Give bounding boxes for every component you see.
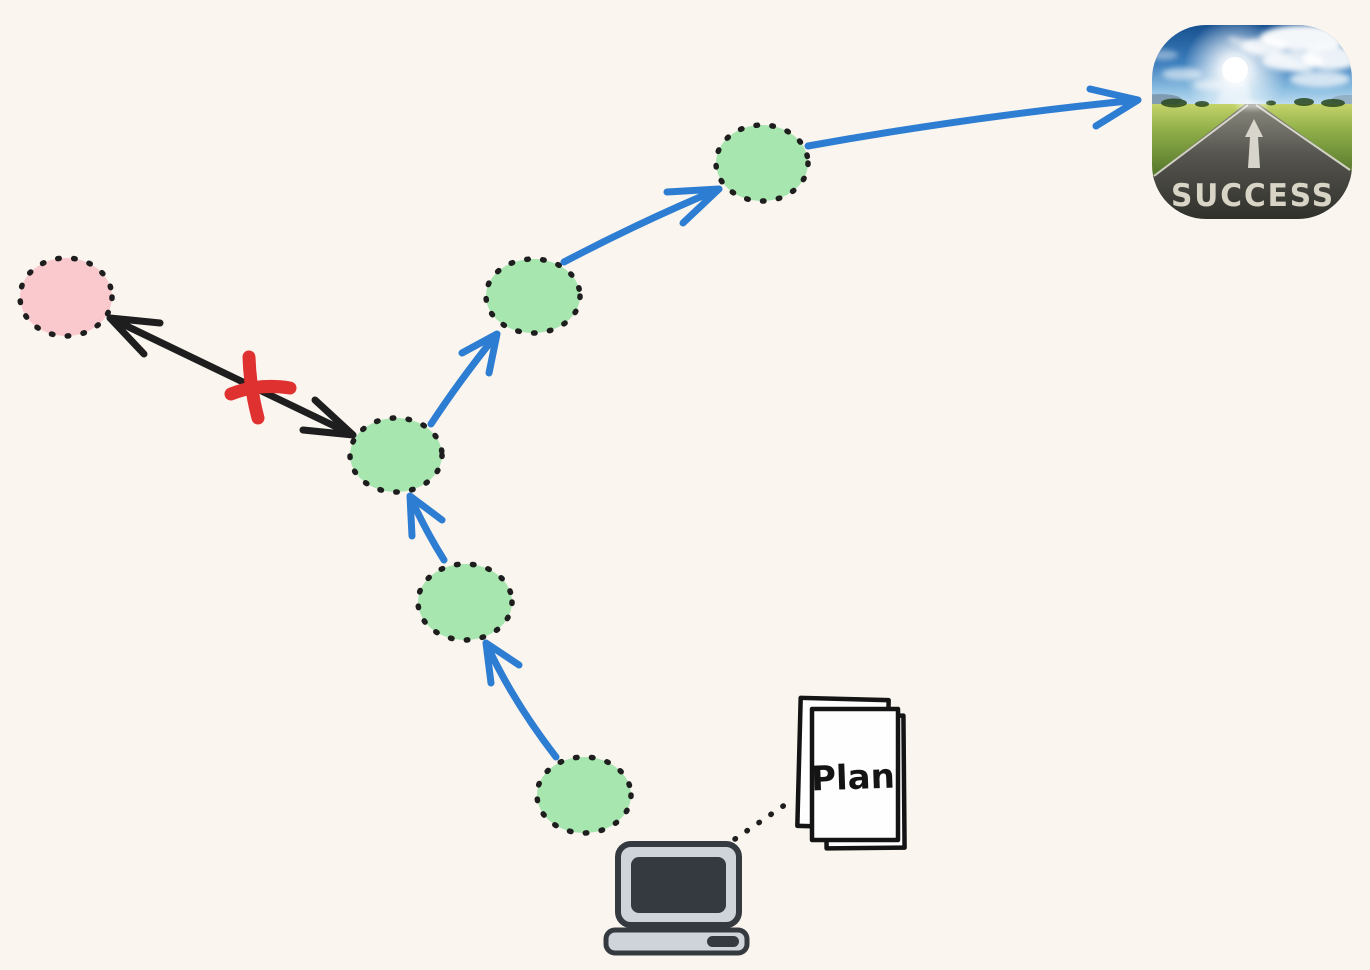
plan-label: Plan: [810, 757, 895, 800]
step-node-4: [483, 256, 583, 336]
failed-path-arrow: [106, 314, 357, 439]
plan-page-front: [809, 706, 901, 843]
step-node-3: [347, 415, 445, 495]
step-node-2: [415, 561, 515, 643]
path-arrow-1: [482, 639, 560, 761]
road-edge-lines: [1153, 104, 1351, 177]
road-arrow-marking: [1245, 119, 1263, 168]
step-node-5: [713, 122, 811, 204]
sun-light-pillar: [1216, 70, 1254, 107]
path-arrow-2: [406, 492, 448, 564]
computer-base: [603, 927, 750, 956]
path-arrow-5: [804, 85, 1142, 150]
failed-path-line: [106, 314, 357, 439]
rejection-cross-icon: [224, 350, 297, 425]
step-nodes: [347, 122, 811, 836]
path-arrow-4: [560, 185, 723, 266]
dead-end-node: [17, 255, 115, 339]
step-node-1: [534, 754, 634, 836]
plan-document: Plan: [795, 695, 907, 851]
path-arrows: [406, 85, 1142, 761]
path-arrow-3: [427, 330, 501, 428]
success-road-photo: SUCCESS: [1152, 25, 1352, 219]
horizon-trees: [1161, 98, 1345, 108]
computer-base-slot: [707, 936, 739, 947]
desktop-computer-icon: [603, 841, 750, 956]
success-label: SUCCESS: [1171, 178, 1335, 214]
computer-plan-connector: [732, 797, 795, 842]
vanishing-haze: [1236, 101, 1268, 109]
monitor-screen: [631, 857, 726, 913]
